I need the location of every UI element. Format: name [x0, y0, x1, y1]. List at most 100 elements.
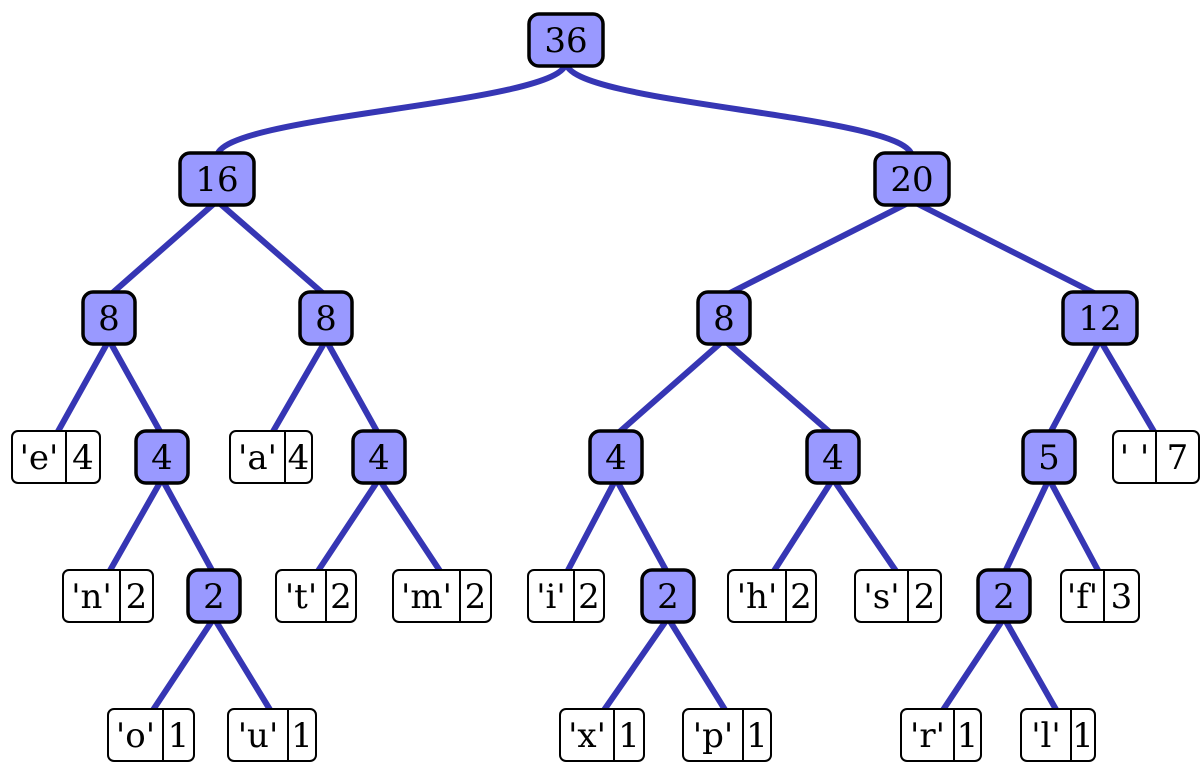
internal-node: 4	[588, 429, 644, 485]
leaf-node-box	[527, 569, 605, 623]
tree-edge	[1097, 337, 1159, 438]
node-weight: 20	[890, 160, 933, 200]
internal-node: 2	[976, 568, 1032, 624]
internal-node-box	[873, 151, 951, 207]
tree-edge	[1001, 476, 1052, 577]
leaf-node: 'u'1	[227, 708, 317, 762]
leaf-weight: 2	[126, 577, 148, 617]
leaf-node: 'f'3	[1060, 569, 1140, 623]
leaf-weight: 2	[578, 577, 600, 617]
leaf-char: 'a'	[238, 438, 277, 478]
internal-node-box	[527, 12, 605, 68]
internal-node: 2	[640, 568, 696, 624]
leaf-weight: 2	[790, 577, 812, 617]
leaf-node-box	[62, 569, 154, 623]
leaf-char: 'm'	[401, 577, 452, 617]
leaf-node: 'h' 2	[727, 569, 817, 623]
tree-edge	[159, 476, 217, 577]
leaf-char: 'u'	[238, 716, 279, 756]
internal-node-box	[588, 429, 644, 485]
tree-edge	[53, 337, 112, 438]
internal-node-box	[805, 429, 861, 485]
tree-edge	[148, 615, 217, 716]
node-weight: 2	[993, 577, 1015, 617]
leaf-node-box	[227, 708, 317, 762]
leaf-node: 'e'4	[11, 430, 101, 484]
node-weight: 2	[657, 577, 679, 617]
leaf-node: 't' 2	[275, 569, 357, 623]
internal-node: 12	[1061, 290, 1139, 346]
leaf-char: 'l'	[1031, 716, 1061, 756]
tree-edge	[211, 615, 275, 716]
node-weight: 16	[195, 160, 238, 200]
leaf-node-box	[1060, 569, 1140, 623]
internal-node: 2	[186, 568, 242, 624]
leaf-weight: 4	[72, 438, 94, 478]
internal-node: 4	[351, 429, 407, 485]
node-weight: 12	[1078, 299, 1121, 339]
leaf-node: 'x'1	[559, 708, 645, 762]
leaf-weight: 2	[914, 577, 936, 617]
tree-edge	[613, 337, 727, 438]
leaf-node-box	[854, 569, 942, 623]
node-weight: 8	[98, 299, 120, 339]
internal-node-box	[1021, 429, 1077, 485]
tree-edge	[323, 337, 382, 438]
tree-edge	[721, 198, 915, 299]
internal-node-box	[976, 568, 1032, 624]
tree-edge	[376, 476, 445, 577]
leaf-char: 'p'	[693, 716, 733, 756]
tree-edge	[105, 476, 165, 577]
internal-node: 8	[298, 290, 354, 346]
internal-node-box	[351, 429, 407, 485]
leaf-node-box	[392, 569, 492, 623]
leaf-node: 's' 2	[854, 569, 942, 623]
leaf-char: 't'	[285, 577, 317, 617]
internal-node-box	[640, 568, 696, 624]
node-weight: 4	[368, 438, 390, 478]
internal-node-box	[134, 429, 190, 485]
internal-node: 4	[134, 429, 190, 485]
internal-node: 36	[527, 12, 605, 68]
leaf-node: 'i' 2	[527, 569, 605, 623]
leaf-node-box	[727, 569, 817, 623]
leaf-weight: 1	[168, 716, 190, 756]
leaf-char: 'o'	[116, 716, 155, 756]
internal-node-box	[186, 568, 242, 624]
leaf-node: 'n'2	[62, 569, 154, 623]
leaf-node: 'l' 1	[1020, 708, 1096, 762]
tree-edge	[769, 476, 836, 577]
internal-node: 16	[178, 151, 256, 207]
tree-edge	[563, 476, 619, 577]
tree-edge	[599, 615, 671, 716]
internal-node-box	[1061, 290, 1139, 346]
internal-node: 8	[696, 290, 752, 346]
tree-edge	[721, 337, 836, 438]
leaf-weight: 1	[618, 716, 640, 756]
leaf-node: 'o' 1	[107, 708, 195, 762]
internal-node-box	[81, 290, 137, 346]
leaf-weight: 7	[1167, 438, 1189, 478]
tree-edges	[53, 59, 1159, 716]
tree-edge	[313, 476, 382, 577]
leaf-weight: 4	[288, 438, 310, 478]
leaf-char: 's'	[863, 577, 899, 617]
tree-edge	[106, 337, 165, 438]
leaf-char: 'h'	[737, 577, 778, 617]
tree-edge	[1001, 615, 1061, 716]
internal-node-box	[298, 290, 354, 346]
leaf-weight: 1	[1072, 716, 1094, 756]
internal-node: 8	[81, 290, 137, 346]
node-weight: 36	[544, 21, 587, 61]
internal-node-box	[696, 290, 752, 346]
leaf-char: 'i'	[536, 577, 566, 617]
node-weight: 8	[315, 299, 337, 339]
internal-node-box	[178, 151, 256, 207]
tree-edge	[106, 198, 220, 299]
tree-edge	[1046, 337, 1103, 438]
leaf-node-box	[107, 708, 195, 762]
leaf-weight: 2	[330, 577, 352, 617]
leaf-node: 'a' 4	[229, 430, 313, 484]
node-weight: 8	[713, 299, 735, 339]
